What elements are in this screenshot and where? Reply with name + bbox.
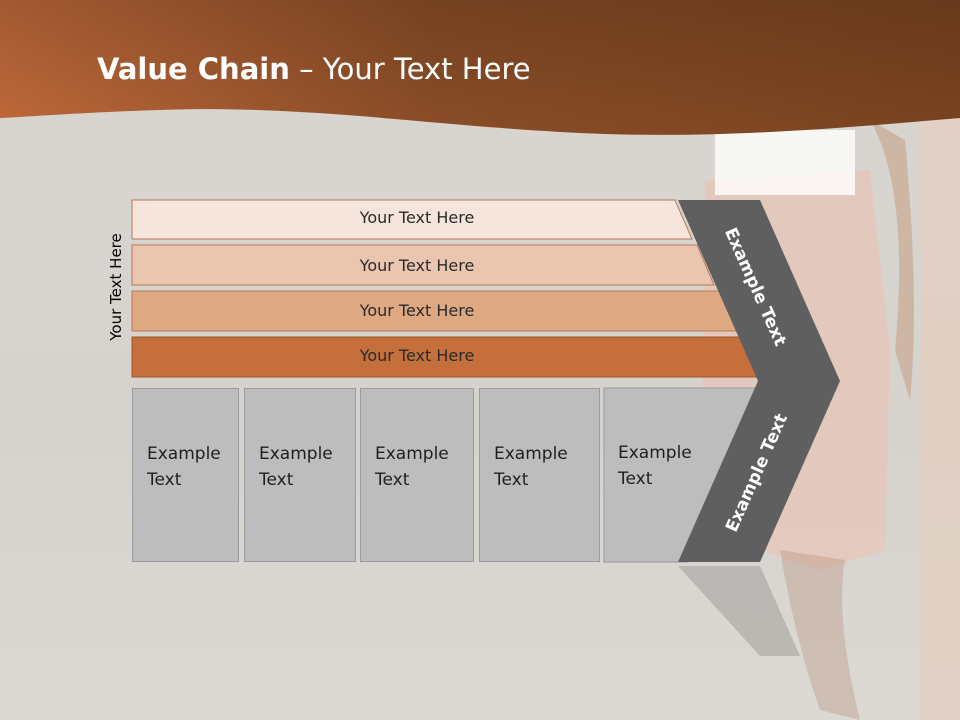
chevron [678,200,840,562]
box-3: Example Text [360,388,474,562]
title-rest: – Your Text Here [289,52,531,86]
band-1-label: Your Text Here [359,208,475,227]
chevron-reflection [678,566,800,656]
boxes-reflection [132,562,602,692]
page-title: Value Chain – Your Text Here [97,52,531,86]
box-2: Example Text [244,388,356,562]
box-4: Example Text [479,388,600,562]
band-4-label: Your Text Here [359,346,475,365]
box-1: Example Text [132,388,239,562]
band-3-label: Your Text Here [359,301,475,320]
header-banner [0,0,960,135]
box-3-label: Example Text [375,444,449,490]
band-2 [131,244,715,286]
box-5-label: Example Text [618,443,692,489]
box-4-label: Example Text [494,444,568,490]
box-2-label: Example Text [259,444,333,490]
band-2-label: Your Text Here [359,256,475,275]
band-1 [131,199,693,240]
box-1-label: Example Text [147,444,221,490]
title-bold: Value Chain [97,52,290,86]
